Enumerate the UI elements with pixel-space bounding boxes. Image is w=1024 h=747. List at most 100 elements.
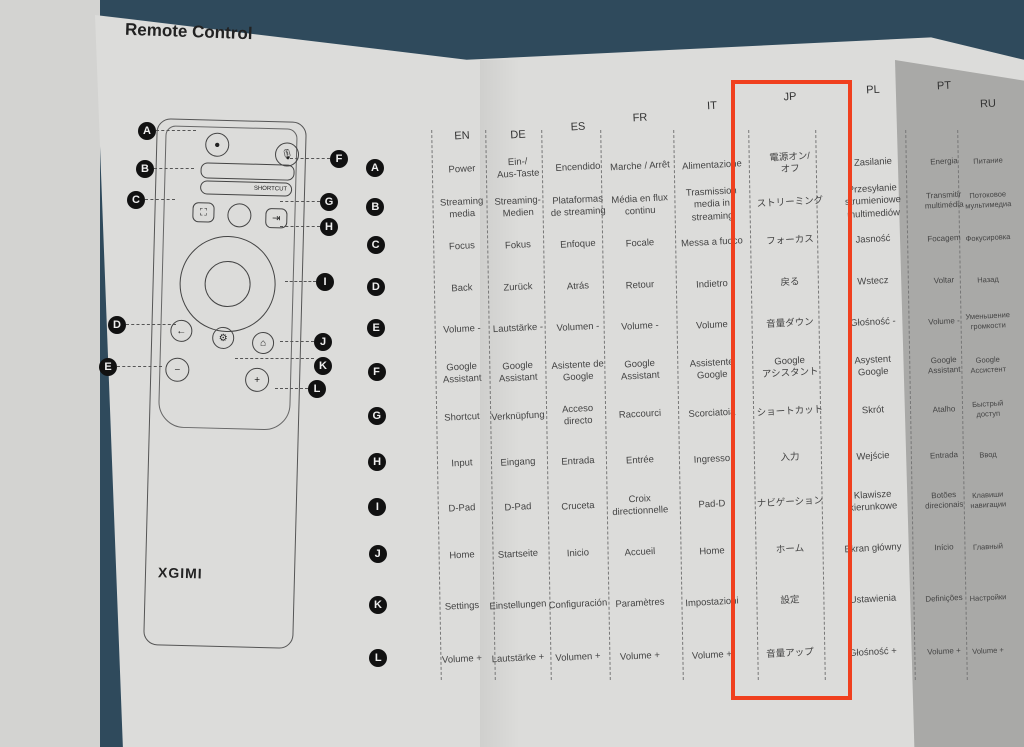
table-cell-en-l: Volume + bbox=[441, 653, 483, 667]
table-cell-pt-j: Início bbox=[934, 542, 954, 553]
row-key-h: H bbox=[368, 453, 387, 471]
table-cell-en-i: D-Pad bbox=[448, 502, 476, 515]
table-cell-fr-j: Accueil bbox=[624, 545, 656, 559]
table-cell-es-i: Cruceta bbox=[561, 499, 595, 513]
table-cell-fr-d: Retour bbox=[625, 278, 655, 292]
table-cell-en-g: Shortcut bbox=[444, 411, 480, 425]
badge-leader-line bbox=[154, 168, 194, 169]
table-cell-pt-g: Atalho bbox=[932, 404, 956, 415]
table-cell-it-e: Volume bbox=[695, 318, 729, 332]
shortcut-label: SHORTCUT bbox=[253, 185, 288, 193]
table-cell-es-f: Asistente de Google bbox=[551, 358, 605, 384]
column-header-it: IT bbox=[706, 99, 718, 113]
table-cell-de-a: Ein-/ Aus-Taste bbox=[496, 156, 540, 182]
xgimi-logo: XGIMI bbox=[157, 564, 203, 582]
table-cell-pl-h: Wejście bbox=[856, 450, 890, 463]
dpad-center bbox=[204, 260, 252, 308]
table-cell-es-g: Acceso directo bbox=[561, 402, 594, 428]
remote-illustration: ● 🎙 SHORTCUT ⛶ ⇥ ← ⚙ ⌂ − + XGIMI bbox=[143, 118, 307, 649]
table-cell-en-e: Volume - bbox=[442, 323, 481, 337]
column-header-pt: PT bbox=[936, 79, 952, 93]
remote-badge-i: I bbox=[316, 273, 334, 291]
row-key-k: K bbox=[369, 596, 387, 614]
focus-button: ⛶ bbox=[192, 202, 215, 223]
table-cell-es-h: Entrada bbox=[561, 454, 595, 468]
table-cell-en-d: Back bbox=[451, 282, 473, 295]
column-header-pl: PL bbox=[865, 83, 881, 97]
table-cell-de-h: Eingang bbox=[500, 456, 536, 469]
column-header-en: EN bbox=[454, 129, 470, 143]
table-cell-fr-l: Volume + bbox=[619, 649, 661, 663]
table-cell-es-l: Volumen + bbox=[555, 650, 601, 665]
badge-leader-line bbox=[145, 199, 175, 200]
table-cell-pl-d: Wstecz bbox=[857, 275, 889, 288]
remote-badge-c: C bbox=[127, 191, 145, 209]
table-cell-de-b: Streaming- Medien bbox=[494, 194, 542, 220]
table-cell-pt-k: Definições bbox=[925, 592, 963, 604]
remote-badge-g: G bbox=[320, 193, 338, 211]
table-cell-ru-l: Volume + bbox=[972, 645, 1004, 656]
row-key-c: C bbox=[366, 236, 385, 254]
badge-leader-line bbox=[285, 281, 316, 282]
table-cell-es-j: Inicio bbox=[566, 547, 590, 560]
right-fold-page bbox=[895, 60, 1024, 747]
badge-leader-line bbox=[290, 158, 330, 159]
table-cell-fr-h: Entrée bbox=[625, 453, 655, 467]
table-cell-pl-i: Klawisze kierunkowe bbox=[849, 488, 898, 515]
badge-leader-line bbox=[280, 201, 320, 202]
table-cell-fr-e: Volume - bbox=[620, 319, 659, 333]
table-cell-pl-f: Asystent Google bbox=[854, 353, 892, 379]
table-cell-ru-i: Клавиши навигации bbox=[970, 489, 1007, 510]
remote-badge-f: F bbox=[330, 150, 348, 168]
column-header-fr: FR bbox=[632, 111, 648, 125]
table-cell-en-k: Settings bbox=[444, 600, 480, 614]
row-key-f: F bbox=[367, 363, 386, 381]
table-cell-ru-d: Назад bbox=[977, 274, 999, 285]
table-cell-fr-b: Média en flux continu bbox=[611, 191, 669, 218]
table-cell-ru-f: Google Ассистент bbox=[970, 354, 1007, 375]
manual-page bbox=[95, 14, 1024, 747]
remote-badge-e: E bbox=[99, 358, 117, 376]
table-cell-pt-f: Google Assistant bbox=[927, 354, 961, 376]
remote-badge-l: L bbox=[308, 380, 326, 398]
table-cell-de-d: Zurück bbox=[503, 281, 533, 294]
table-cell-pt-h: Entrada bbox=[929, 450, 959, 461]
remote-badge-b: B bbox=[136, 160, 154, 178]
row-key-b: B bbox=[366, 198, 385, 216]
table-cell-ru-e: Уменьшение громкости bbox=[965, 309, 1011, 331]
row-key-l: L bbox=[369, 649, 388, 667]
table-cell-it-h: Ingresso bbox=[693, 452, 731, 466]
table-cell-it-i: Pad-D bbox=[698, 497, 726, 511]
remote-badge-k: K bbox=[314, 357, 332, 375]
table-cell-de-f: Google Assistant bbox=[498, 360, 538, 386]
table-cell-de-j: Startseite bbox=[497, 547, 539, 562]
table-cell-pl-b: Przesyłanie strumieniowe multimediów bbox=[844, 182, 902, 221]
table-cell-en-b: Streaming media bbox=[439, 195, 484, 222]
column-header-de: DE bbox=[510, 128, 526, 142]
table-cell-en-f: Google Assistant bbox=[442, 361, 482, 387]
table-cell-fr-i: Croix directionnelle bbox=[612, 492, 669, 519]
remote-badge-a: A bbox=[138, 122, 156, 140]
table-cell-pt-e: Volume - bbox=[927, 315, 960, 327]
table-cell-ru-b: Потоковое мультимедиа bbox=[965, 189, 1012, 210]
page-fold bbox=[480, 60, 520, 747]
table-cell-pt-d: Voltar bbox=[933, 275, 955, 286]
table-cell-pt-l: Volume + bbox=[926, 645, 961, 657]
table-cell-en-a: Power bbox=[448, 163, 476, 176]
table-cell-en-h: Input bbox=[451, 457, 473, 470]
table-cell-ru-g: Быстрый доступ bbox=[971, 398, 1004, 419]
table-cell-it-f: Assistente Google bbox=[689, 356, 734, 382]
table-cell-it-l: Volume + bbox=[691, 648, 733, 662]
remote-badge-d: D bbox=[108, 316, 126, 334]
table-cell-pl-g: Skrót bbox=[861, 404, 885, 417]
table-cell-pl-a: Zasilanie bbox=[853, 156, 893, 170]
table-cell-fr-f: Google Assistant bbox=[620, 357, 660, 383]
badge-leader-line bbox=[117, 366, 162, 367]
streaming-button bbox=[200, 162, 295, 181]
table-cell-ru-k: Настройки bbox=[969, 591, 1007, 603]
badge-leader-line bbox=[280, 341, 314, 342]
column-header-ru: RU bbox=[979, 97, 997, 111]
remote-badge-h: H bbox=[320, 218, 338, 236]
table-cell-fr-g: Raccourci bbox=[618, 407, 662, 421]
row-key-i: I bbox=[368, 498, 387, 516]
